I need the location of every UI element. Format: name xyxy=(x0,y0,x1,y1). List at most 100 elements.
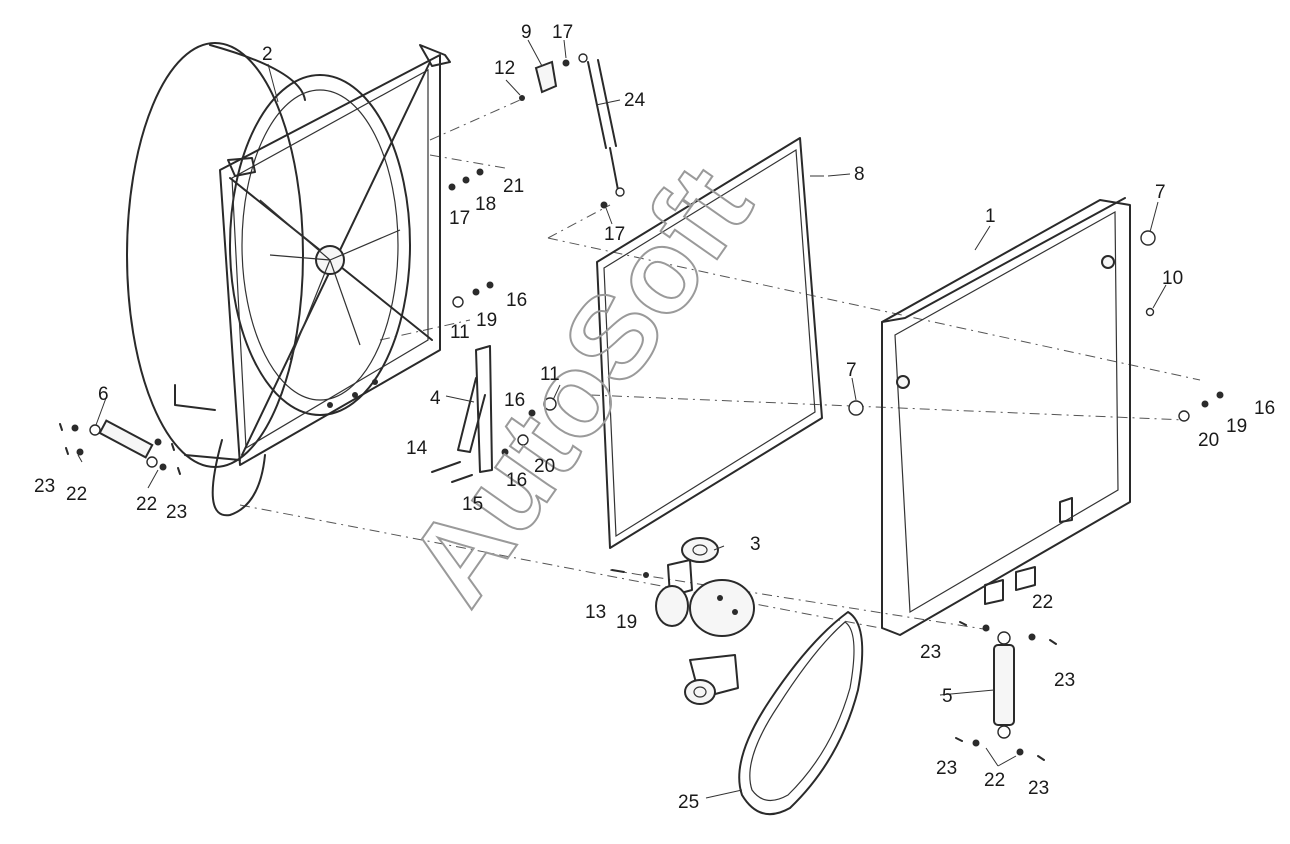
fan-shroud-assembly xyxy=(126,42,451,517)
frame-inner xyxy=(231,68,429,450)
housing-port-upper xyxy=(1101,255,1115,269)
callout-16: 16 xyxy=(506,470,527,491)
frame-outline xyxy=(219,54,441,466)
frame-bolt xyxy=(372,379,378,385)
callout-7: 7 xyxy=(846,360,857,381)
tension-spring-right xyxy=(993,631,1015,739)
housing-port-lower xyxy=(896,375,910,389)
frame-bolt xyxy=(352,392,358,398)
callout-23: 23 xyxy=(34,476,55,497)
tension-spring-left xyxy=(89,419,158,468)
callout-14: 14 xyxy=(406,438,428,459)
callout-20: 20 xyxy=(534,456,555,477)
callout-15: 15 xyxy=(462,494,483,515)
callout-7: 7 xyxy=(1155,182,1166,203)
drive-belt-inner xyxy=(749,621,855,801)
callout-16: 16 xyxy=(504,390,525,411)
frame-foot-rod xyxy=(184,454,241,461)
strut-eye-top xyxy=(578,53,588,63)
callout-23: 23 xyxy=(920,642,941,663)
housing-front xyxy=(881,199,1131,636)
tensioner-assembly xyxy=(655,537,755,705)
callout-4: 4 xyxy=(430,388,441,409)
clutch-bolt xyxy=(717,595,723,601)
callout-19: 19 xyxy=(1226,416,1247,437)
spring-eye xyxy=(146,456,158,468)
fan-drum-bottom-edge xyxy=(174,384,216,411)
callout-16: 16 xyxy=(1254,398,1275,419)
spring-body xyxy=(98,419,154,459)
callout-23: 23 xyxy=(166,502,187,523)
callout-19: 19 xyxy=(616,612,637,633)
callout-24: 24 xyxy=(624,90,646,111)
support-strap xyxy=(457,345,493,473)
housing-bracket xyxy=(1015,566,1036,591)
callout-16: 16 xyxy=(506,290,527,311)
idler-pulley-upper xyxy=(681,537,719,563)
small-hardware xyxy=(59,59,1224,761)
callout-9: 9 xyxy=(521,22,532,43)
fan-belt-loop xyxy=(211,439,266,517)
frame-bolt xyxy=(327,402,333,408)
strut-eye-bottom xyxy=(615,187,625,197)
callout-11: 11 xyxy=(540,364,560,385)
callout-5: 5 xyxy=(942,686,953,707)
callout-10: 10 xyxy=(1162,268,1183,289)
callout-20: 20 xyxy=(1198,430,1219,451)
radiator-seal-frame xyxy=(596,137,823,549)
callout-22: 22 xyxy=(66,484,87,505)
spring-eye xyxy=(89,424,101,436)
spring-eye xyxy=(997,631,1011,645)
strut-bracket xyxy=(534,60,558,94)
housing-bracket xyxy=(984,579,1004,605)
callout-11: 11 xyxy=(450,322,470,343)
callout-22: 22 xyxy=(984,770,1005,791)
callout-25: 25 xyxy=(678,792,699,813)
fan-drum-top-edge xyxy=(209,44,306,101)
callout-8: 8 xyxy=(854,164,865,185)
housing-top-lip xyxy=(881,197,1126,323)
housing-opening xyxy=(894,210,1119,614)
callout-17: 17 xyxy=(552,22,573,43)
assembly-centerlines xyxy=(239,99,1201,631)
spring-body xyxy=(993,644,1015,726)
callout-22: 22 xyxy=(136,494,157,515)
callout-12: 12 xyxy=(494,58,515,79)
callout-13: 13 xyxy=(585,602,606,623)
strap-upright xyxy=(475,345,493,473)
clutch-face xyxy=(655,585,689,627)
spring-eye xyxy=(997,725,1011,739)
housing-inner-tab xyxy=(1059,497,1073,523)
fan-blades xyxy=(259,199,401,361)
callout-23: 23 xyxy=(1054,670,1075,691)
drive-belt xyxy=(738,611,864,816)
strut-rod xyxy=(609,147,619,191)
clutch-pulley xyxy=(689,579,755,637)
clutch-bolt xyxy=(732,609,738,615)
gas-strut xyxy=(578,53,625,197)
callout-6: 6 xyxy=(98,384,109,405)
callout-17: 17 xyxy=(604,224,625,245)
callout-23: 23 xyxy=(1028,778,1049,799)
fan-ring xyxy=(229,74,411,416)
leader-lines xyxy=(77,39,1167,799)
callout-2: 2 xyxy=(262,44,273,65)
callout-19: 19 xyxy=(476,310,497,331)
idler-pulley-lower xyxy=(684,679,716,705)
callout-17: 17 xyxy=(449,208,470,229)
callout-labels: 2 9 17 12 24 21 18 17 8 17 7 1 10 16 19 … xyxy=(34,22,1275,813)
idler-hub-lower xyxy=(693,686,707,698)
radiator-housing xyxy=(881,197,1131,636)
callout-18: 18 xyxy=(475,194,496,215)
callout-22: 22 xyxy=(1032,592,1053,613)
idler-hub-upper xyxy=(692,544,708,556)
frame-left-tab xyxy=(227,157,256,177)
callout-23: 23 xyxy=(936,758,957,779)
frame-top-tab xyxy=(419,44,451,67)
callout-21: 21 xyxy=(503,176,524,197)
seal-inner xyxy=(603,148,816,538)
callout-3: 3 xyxy=(750,534,761,555)
fan-ring-inner xyxy=(241,89,399,401)
